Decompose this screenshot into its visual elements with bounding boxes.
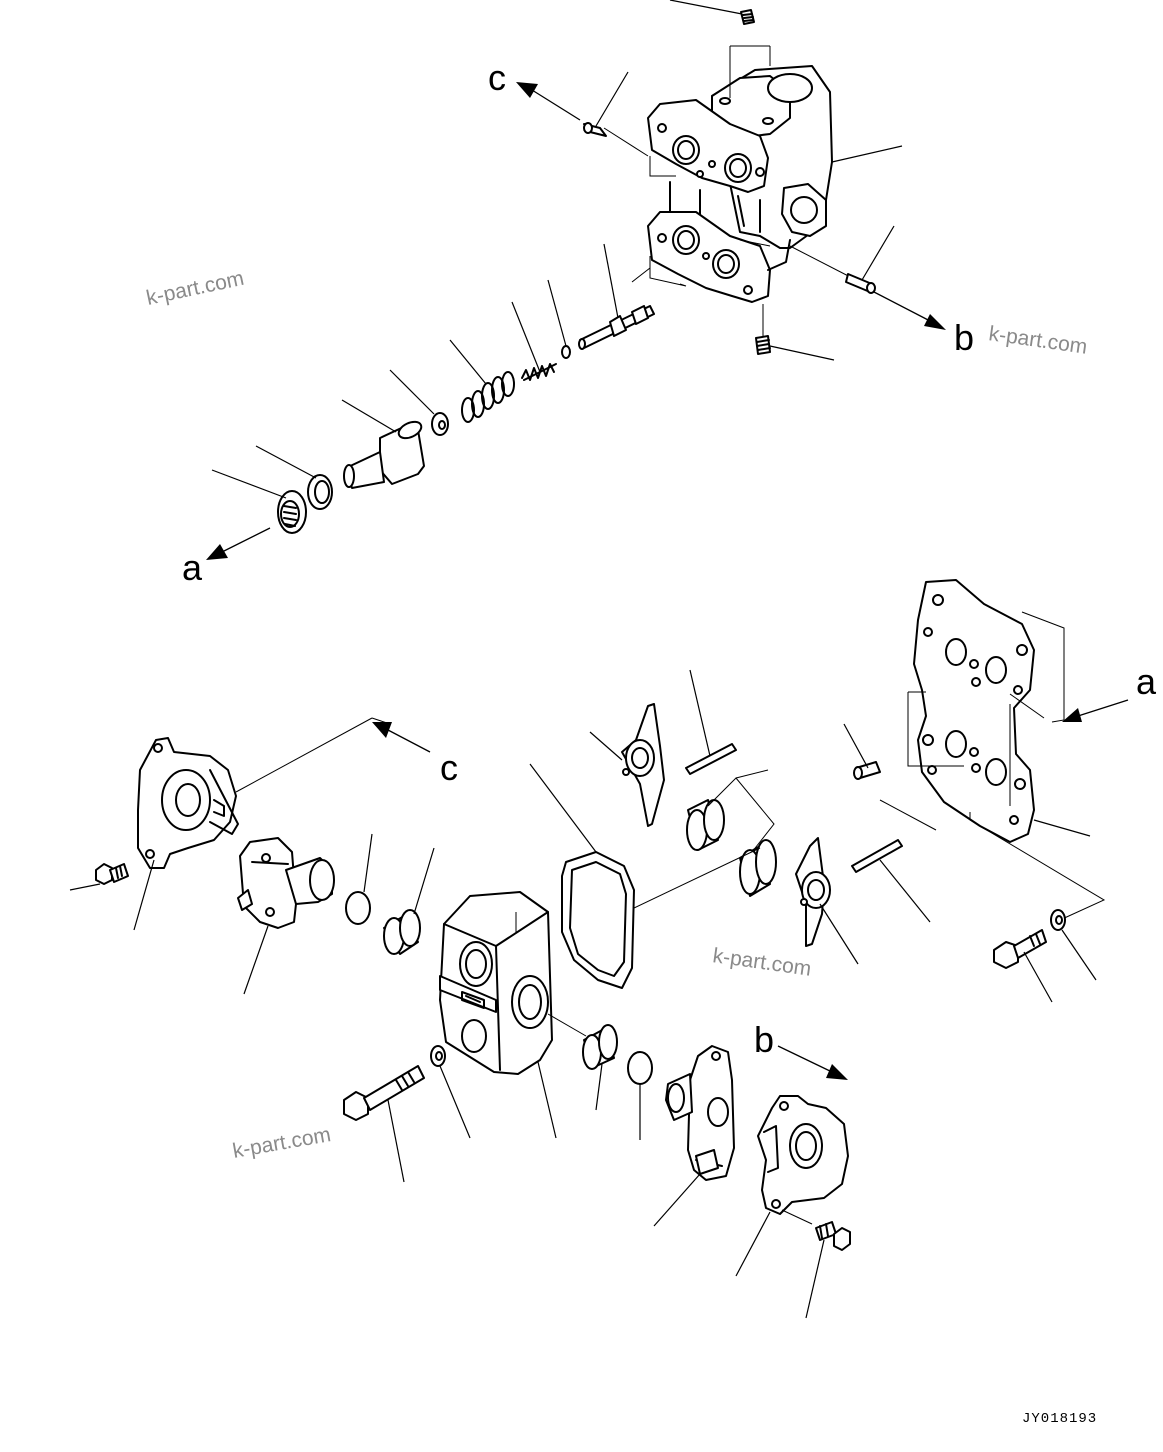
construction-lines-top [603, 45, 861, 287]
arm-left [237, 837, 335, 995]
pin-mid-upper [685, 669, 737, 775]
main-block [439, 891, 587, 1139]
inner-spring [511, 301, 557, 381]
ref-arrow-a-left: a [182, 527, 271, 588]
piston [341, 399, 425, 489]
construction-lines-right [879, 611, 1106, 921]
drawing-code: JY018193 [1022, 1411, 1097, 1427]
bushing-left [383, 847, 435, 955]
o-ring [255, 445, 333, 510]
plug-screw-bottom [755, 304, 835, 361]
outer-spring [449, 339, 515, 423]
cover-left [133, 717, 373, 931]
block-bolt [343, 1065, 425, 1183]
bushing-pair [686, 769, 777, 897]
ref-arrow-b-top: b [873, 291, 974, 358]
body-leader [831, 145, 903, 163]
ref-label-c-top: c [488, 57, 506, 98]
valve-body [647, 65, 833, 303]
bolt-bottom-right [805, 1221, 851, 1319]
retaining-ring [547, 279, 571, 359]
ref-label-b-top: b [954, 317, 974, 358]
ref-label-a-left: a [182, 547, 203, 588]
pin-mid-lower [851, 839, 931, 923]
spool [578, 243, 655, 350]
lever-lower [795, 837, 859, 965]
ref-arrow-b-bottom: b [754, 1019, 848, 1080]
washer-right [1050, 909, 1097, 981]
watermark-2: k-part.com [987, 322, 1088, 359]
watermark-3: k-part.com [711, 944, 812, 981]
ref-arrow-c-mid: c [371, 717, 458, 788]
watermark-1: k-part.com [144, 267, 246, 310]
seal-disc-left [345, 833, 373, 925]
gasket-plate [913, 579, 1035, 843]
pin-right [843, 723, 881, 780]
bolt-right [993, 929, 1053, 1003]
ref-arrow-c-top: c [488, 57, 581, 121]
block-washer [430, 1045, 471, 1139]
plug-screw-top [669, 0, 755, 25]
pin-b [845, 225, 895, 294]
pin-c [583, 71, 629, 137]
spring-seat [389, 369, 449, 436]
arm-right [653, 1045, 735, 1227]
bushing-right-of-block [582, 1024, 618, 1111]
gasket-leader [1033, 819, 1091, 837]
ref-label-b-bottom: b [754, 1019, 774, 1060]
bolt-left-small [69, 863, 129, 891]
ref-label-a-right: a [1136, 661, 1157, 702]
ref-label-c-mid: c [440, 747, 458, 788]
cover-right [735, 1095, 849, 1277]
watermark-4: k-part.com [231, 1123, 333, 1163]
seal-disc-right [627, 1051, 653, 1140]
ref-arrow-a-right: a [1062, 661, 1157, 722]
plug-nut [211, 469, 307, 534]
lever-upper [589, 703, 665, 827]
square-gasket [529, 763, 761, 989]
